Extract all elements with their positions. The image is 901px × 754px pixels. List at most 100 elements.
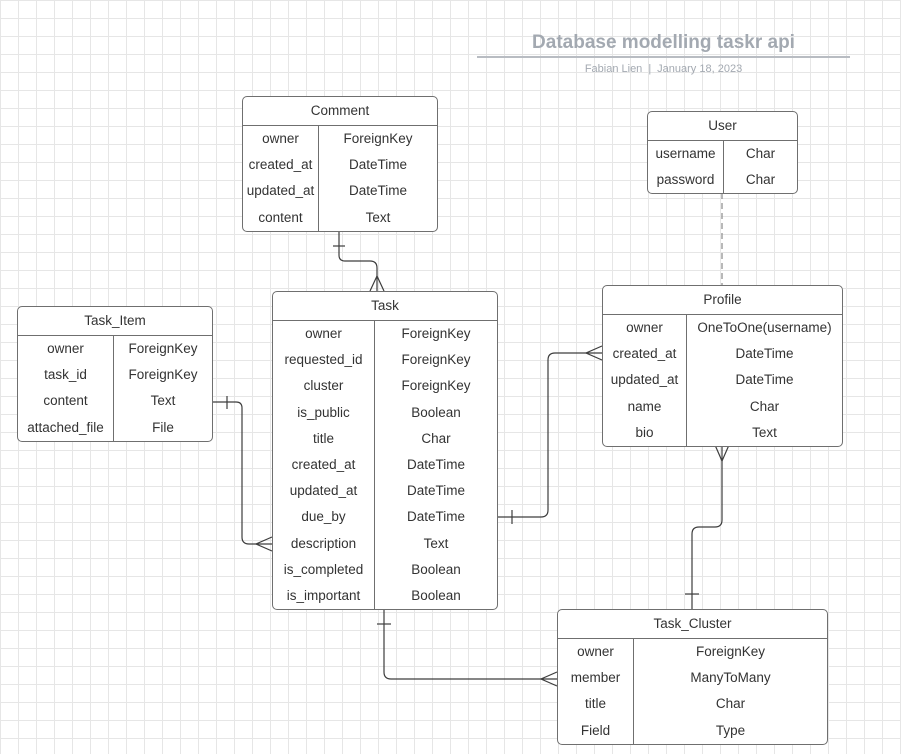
field-name: title — [584, 696, 606, 712]
field-type: DateTime — [406, 509, 465, 525]
entity-title: Comment — [243, 97, 437, 126]
field-name: is_public — [297, 404, 350, 420]
field-type: Text — [423, 535, 449, 551]
field-type: ForeignKey — [401, 352, 471, 368]
field-name: owner — [577, 644, 614, 659]
field-name: requested_id — [284, 352, 363, 368]
field-type: Text — [752, 424, 777, 440]
field-type: Type — [715, 722, 746, 738]
field-type: Char — [749, 398, 780, 414]
crowfoot-marker — [714, 444, 730, 463]
field-type: DateTime — [406, 483, 465, 499]
field-name: due_by — [301, 509, 346, 525]
crowfoot-marker — [254, 536, 273, 552]
field-type: Char — [715, 696, 746, 712]
entity-title: Task_Item — [18, 307, 212, 336]
connector-task-profile — [497, 352, 602, 518]
field-name: cluster — [303, 378, 344, 394]
field-name: name — [627, 398, 662, 414]
field-type: DateTime — [348, 157, 407, 173]
field-name: attached_file — [27, 419, 104, 435]
connector-taskitem-task — [212, 401, 272, 545]
field-type: Char — [745, 146, 776, 161]
field-type: Char — [745, 172, 776, 188]
field-name: is_completed — [283, 561, 364, 577]
entity-title: User — [648, 112, 797, 141]
field-type: Boolean — [411, 404, 461, 420]
field-name: owner — [305, 326, 342, 341]
field-name: content — [258, 209, 303, 225]
field-type: Text — [150, 393, 176, 409]
field-name: content — [43, 393, 88, 409]
crowfoot-marker — [539, 671, 558, 687]
title-underline — [477, 56, 850, 58]
diagram-meta: Fabian Lien | January 18, 2023 — [477, 63, 850, 75]
crowfoot-marker — [369, 274, 385, 292]
field-type: File — [152, 419, 174, 435]
field-name: created_at — [248, 157, 313, 173]
connector-cluster-profile — [691, 445, 723, 609]
diagram-header: Database modelling taskr api Fabian Lien… — [477, 30, 850, 75]
diagram-title: Database modelling taskr api — [532, 32, 795, 53]
field-name: task_id — [44, 367, 87, 383]
field-name: created_at — [612, 346, 677, 362]
field-type: Char — [421, 430, 451, 446]
field-name: Field — [580, 722, 611, 738]
connector-task-cluster — [383, 609, 557, 680]
field-name: owner — [626, 320, 663, 335]
field-type: Boolean — [411, 587, 461, 603]
field-name: owner — [47, 341, 84, 356]
field-type: ForeignKey — [401, 326, 471, 341]
field-type: ForeignKey — [128, 367, 198, 383]
field-type: OneToOne(username) — [697, 320, 832, 335]
field-name-column: username password — [648, 141, 724, 194]
field-name: username — [655, 146, 716, 161]
field-type: Text — [365, 209, 391, 225]
connector-comment-task — [338, 232, 378, 291]
field-name: created_at — [291, 456, 356, 472]
author-name: Fabian Lien — [584, 63, 643, 75]
field-name: member — [570, 670, 621, 686]
field-type: ForeignKey — [128, 341, 198, 356]
field-type: Boolean — [411, 561, 461, 577]
field-name: bio — [635, 424, 654, 440]
crowfoot-marker — [584, 345, 603, 361]
field-type: DateTime — [735, 346, 794, 362]
field-type: DateTime — [406, 456, 465, 472]
field-name: updated_at — [610, 372, 679, 388]
field-name: updated_at — [289, 483, 358, 499]
field-type: DateTime — [735, 372, 794, 388]
field-name: owner — [262, 131, 299, 146]
field-name: description — [290, 535, 357, 551]
diagram-date: January 18, 2023 — [657, 63, 743, 75]
field-name: password — [656, 172, 715, 188]
entity-title: Profile — [603, 286, 842, 315]
meta-separator: | — [648, 63, 652, 75]
field-type: ForeignKey — [695, 644, 766, 659]
field-name: is_important — [286, 587, 361, 603]
field-type: ForeignKey — [401, 378, 471, 394]
entity-title: Task_Cluster — [558, 610, 827, 639]
field-name: title — [312, 430, 334, 446]
field-name: updated_at — [246, 183, 315, 199]
field-type: ForeignKey — [343, 131, 413, 146]
entity-title: Task — [273, 292, 497, 321]
